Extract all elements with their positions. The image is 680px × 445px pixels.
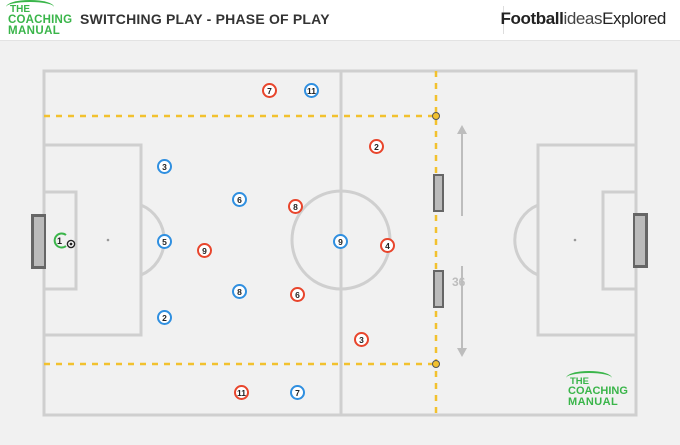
blue-player-7: 7 (290, 385, 305, 400)
red-player-4: 4 (380, 238, 395, 253)
logo-line-2: COACHING (8, 14, 73, 26)
logo-line-1: THE (10, 4, 30, 15)
distance-arrow-bottom-head (457, 348, 467, 357)
pitch-canvas: 36 7 2 8 9 4 6 3 11 11 3 6 5 9 8 2 7 1 T… (0, 41, 680, 445)
blue-player-9: 9 (333, 234, 348, 249)
blue-player-11: 11 (304, 83, 319, 98)
right-penalty-spot (573, 238, 577, 242)
blue-player-6: 6 (232, 192, 247, 207)
cone-top (432, 112, 440, 120)
red-player-6: 6 (290, 287, 305, 302)
watermark-line-1: THE (570, 376, 589, 387)
goalkeeper-arc (53, 232, 67, 249)
left-penalty-spot (106, 238, 110, 242)
brand-football: Football (500, 9, 564, 28)
left-goal-net (34, 217, 44, 266)
right-penalty-box (536, 143, 638, 337)
ball-icon-centre (69, 242, 73, 246)
red-player-2: 2 (369, 139, 384, 154)
brand-explored: Explored (602, 9, 666, 28)
distance-label: 36 (452, 275, 466, 289)
red-player-8: 8 (288, 199, 303, 214)
logo-line-3: MANUAL (8, 25, 61, 37)
red-player-11: 11 (234, 385, 249, 400)
pitch-diagram (31, 69, 648, 417)
red-player-3: 3 (354, 332, 369, 347)
right-goal-net (635, 216, 645, 265)
right-six-yard-box (601, 190, 638, 291)
blue-player-2: 2 (157, 310, 172, 325)
header-divider (503, 6, 504, 34)
cone-bottom (432, 360, 440, 368)
watermark-arc (566, 371, 612, 385)
mini-goal-bottom-net (435, 272, 442, 306)
header: THE COACHING MANUAL SWITCHING PLAY - PHA… (0, 0, 680, 41)
mini-goal-top-net (435, 176, 442, 210)
distance-arrow-top-head (457, 125, 467, 134)
watermark-line-2: COACHING (568, 385, 628, 397)
right-penalty-arc (513, 203, 539, 277)
football-ideas-explored-logo: FootballideasExplored (500, 9, 667, 29)
goalkeeper-1: 1 (56, 235, 62, 246)
watermark-line-3: MANUAL (568, 396, 619, 408)
blue-player-8: 8 (232, 284, 247, 299)
red-player-7: 7 (262, 83, 277, 98)
logo-arc (6, 0, 54, 14)
coaching-manual-watermark: THE COACHING MANUAL (566, 371, 636, 410)
page-title: SWITCHING PLAY - PHASE OF PLAY (80, 11, 330, 27)
blue-player-5: 5 (157, 234, 172, 249)
blue-player-3: 3 (157, 159, 172, 174)
coaching-manual-logo: THE COACHING MANUAL (6, 0, 76, 39)
red-player-9: 9 (197, 243, 212, 258)
brand-ideas: ideas (563, 9, 603, 28)
